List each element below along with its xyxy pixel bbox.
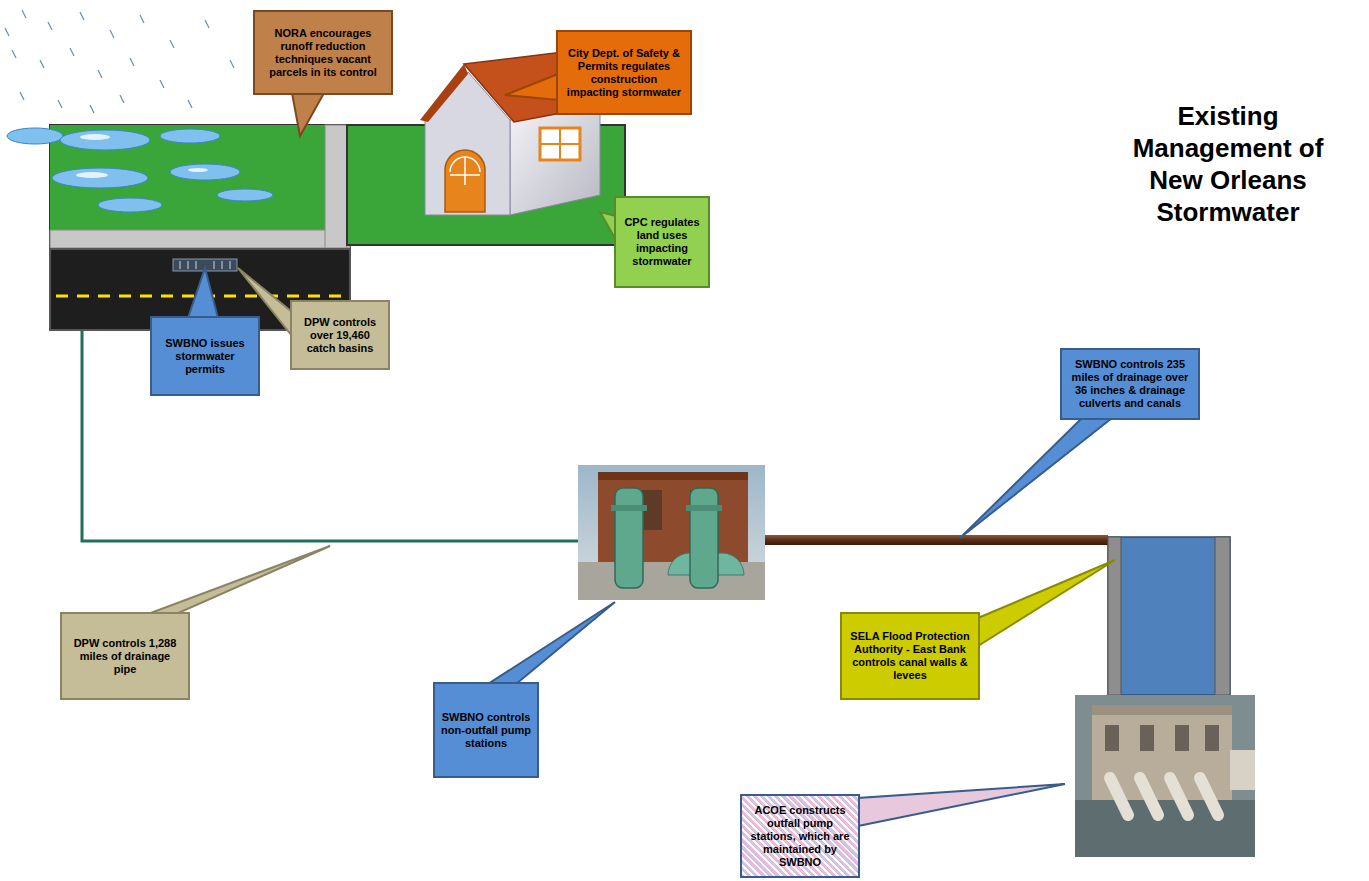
pump-station-photo: [578, 465, 765, 600]
callout-box: SWBNO controls non-outfall pump stations: [433, 682, 539, 778]
callout-text: SELA Flood Protection Authority - East B…: [848, 630, 972, 682]
puddles: [7, 128, 273, 212]
callout-text: DPW controls 1,288 miles of drainage pip…: [68, 637, 182, 676]
callout-box: SWBNO controls 235 miles of drainage ove…: [1060, 348, 1200, 420]
callout-text: ACOE constructs outfall pump stations, w…: [748, 804, 852, 869]
callout-box: SWBNO issues stormwater permits: [150, 316, 260, 396]
diagram-title: Existing Management of New Orleans Storm…: [1118, 100, 1338, 228]
callout-box: CPC regulates land uses impacting stormw…: [614, 196, 710, 288]
callout-box: SELA Flood Protection Authority - East B…: [840, 612, 980, 700]
outfall-pump-photo: [1075, 695, 1255, 857]
callout-text: DPW controls over 19,460 catch basins: [298, 316, 382, 355]
callout-box: ACOE constructs outfall pump stations, w…: [740, 794, 860, 878]
rain-streaks: [5, 10, 234, 113]
callout-text: City Dept. of Safety & Permits regulates…: [564, 47, 684, 99]
callout-text: SWBNO issues stormwater permits: [158, 337, 252, 376]
callout-box: NORA encourages runoff reduction techniq…: [253, 10, 393, 95]
callout-box: City Dept. of Safety & Permits regulates…: [556, 30, 692, 115]
callout-text: SWBNO controls 235 miles of drainage ove…: [1068, 358, 1192, 410]
callout-pointers: [148, 74, 1115, 826]
callout-box: DPW controls over 19,460 catch basins: [290, 300, 390, 370]
canal: [1108, 537, 1230, 695]
callout-box: DPW controls 1,288 miles of drainage pip…: [60, 612, 190, 700]
callout-text: SWBNO controls non-outfall pump stations: [441, 711, 531, 750]
callout-text: CPC regulates land uses impacting stormw…: [622, 216, 702, 268]
callout-text: NORA encourages runoff reduction techniq…: [261, 27, 385, 79]
